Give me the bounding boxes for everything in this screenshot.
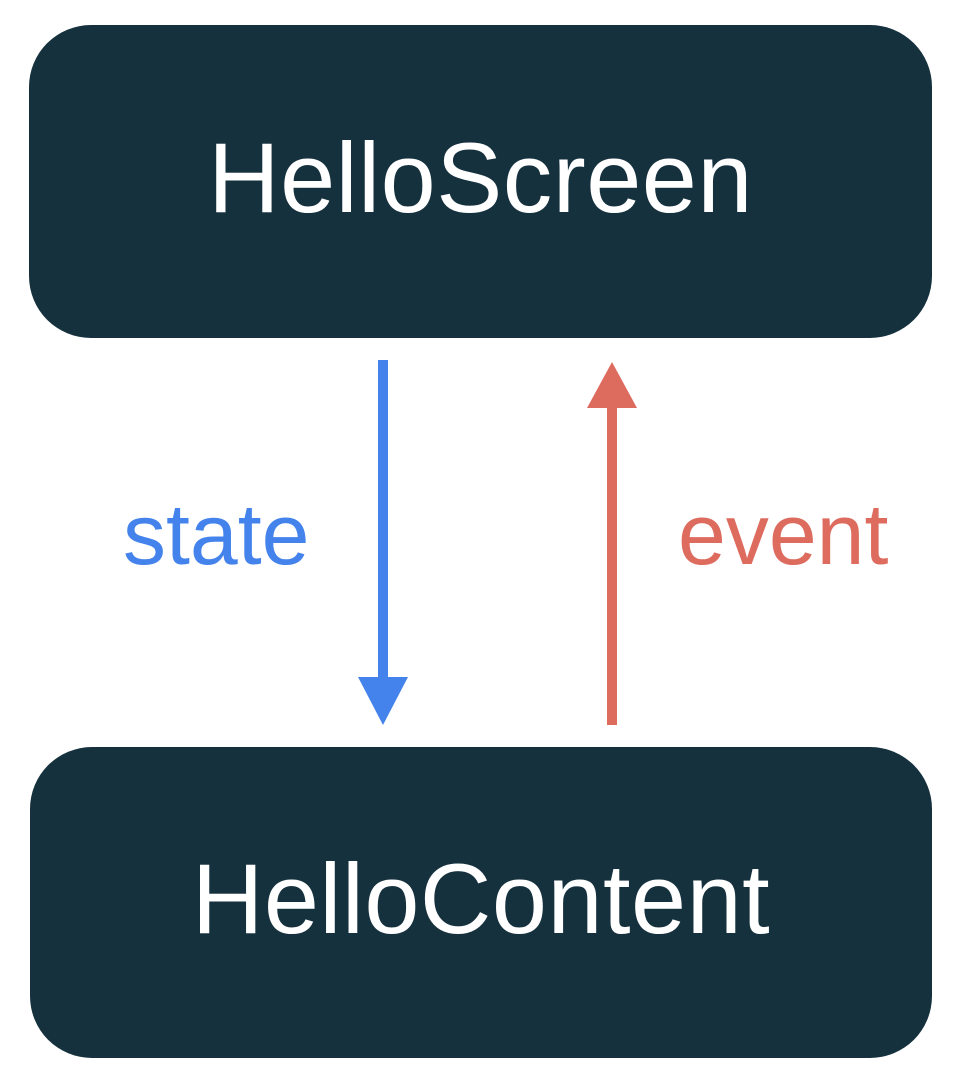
hello-content-label: HelloContent <box>191 842 771 954</box>
hello-screen-box: HelloScreen <box>29 25 932 338</box>
state-arrow-down-icon <box>358 677 408 725</box>
state-arrow-line <box>378 360 388 685</box>
hello-screen-label: HelloScreen <box>208 121 753 233</box>
event-arrow-up-icon <box>587 362 637 408</box>
event-edge-label: event <box>678 487 889 583</box>
event-arrow-line <box>607 404 617 725</box>
state-edge-label: state <box>123 487 310 583</box>
hello-content-box: HelloContent <box>30 747 932 1058</box>
